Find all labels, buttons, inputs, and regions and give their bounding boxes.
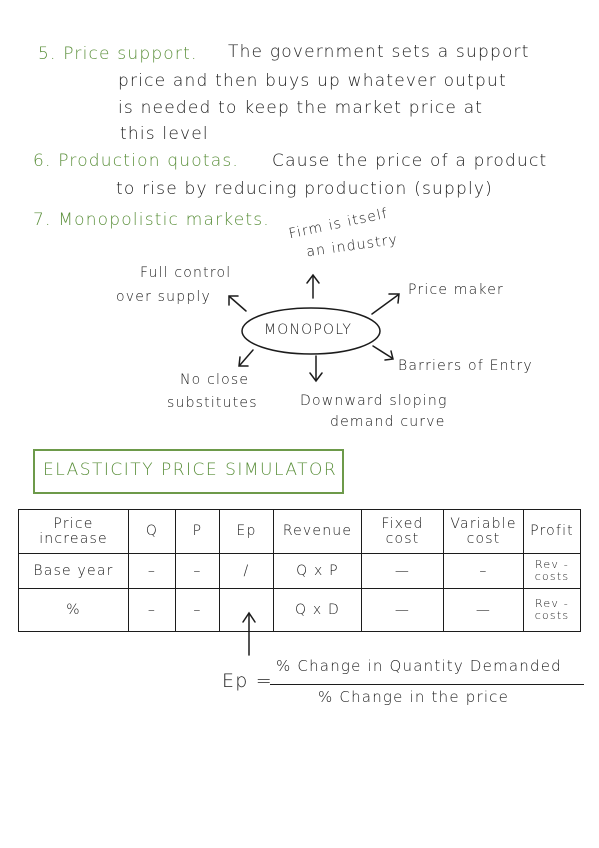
formula-denominator: % Change in the price <box>318 688 510 706</box>
diagram-bottom-left-line2: substitutes <box>167 395 258 411</box>
header-variable-cost: Variable cost <box>443 509 524 554</box>
cell: Base year <box>18 553 129 589</box>
header-q: Q <box>128 509 176 554</box>
table-row: Base year – – / Q x P — – Rev - costs <box>18 553 581 589</box>
cell: % <box>18 588 129 632</box>
header-p: P <box>175 509 220 554</box>
diagram-left-line1: Full control <box>140 265 232 281</box>
diagram-bottom-line2: demand curve <box>330 414 446 430</box>
arrow-down-left <box>239 349 254 366</box>
diagram-right: Price maker <box>408 282 504 298</box>
cell: – <box>443 553 524 589</box>
item5-heading: 5. Price support. <box>38 44 198 64</box>
diagram-center: MONOPOLY <box>264 322 353 338</box>
cell: — <box>443 588 524 632</box>
header-profit: Profit <box>523 509 581 554</box>
item7-heading: 7. Monopolistic markets. <box>33 210 270 230</box>
cell: Q x P <box>273 553 362 589</box>
simulator-table: Price increase Q P Ep Revenue Fixed cost… <box>18 509 581 632</box>
diagram-bottom-line1: Downward sloping <box>300 393 448 409</box>
item6-line1: Cause the price of a product <box>272 151 548 171</box>
cell: – <box>128 588 176 632</box>
item5-line3: is needed to keep the market price at <box>118 98 484 118</box>
formula-fraction-line <box>270 684 584 685</box>
simulator-title-box: ELASTICITY PRICE SIMULATOR <box>33 449 344 494</box>
diagram-bottom-left-line1: No close <box>180 372 250 388</box>
cell <box>219 588 274 632</box>
cell: – <box>175 588 220 632</box>
diagram-bottom-right: Barriers of Entry <box>398 358 533 374</box>
cell: Rev - costs <box>523 553 581 589</box>
item5-line4: this level <box>120 124 209 144</box>
cell: – <box>128 553 176 589</box>
formula-numerator: % Change in Quantity Demanded <box>276 657 562 675</box>
formula-lhs: Ep = <box>222 670 273 692</box>
cell: — <box>361 588 444 632</box>
cell: — <box>361 553 444 589</box>
table-header-row: Price increase Q P Ep Revenue Fixed cost… <box>18 509 581 554</box>
cell: / <box>219 553 274 589</box>
table-row: % – – Q x D — — Rev - costs <box>18 588 581 632</box>
arrow-up-left <box>229 296 247 312</box>
simulator-title: ELASTICITY PRICE SIMULATOR <box>43 460 338 480</box>
monopoly-ellipse <box>241 307 381 355</box>
header-revenue: Revenue <box>273 509 362 554</box>
diagram-left-line2: over supply <box>116 289 211 305</box>
header-ep: Ep <box>219 509 274 554</box>
header-fixed-cost: Fixed cost <box>361 509 444 554</box>
cell: – <box>175 553 220 589</box>
cell: Rev - costs <box>523 588 581 632</box>
item5-line1: The government sets a support <box>228 42 530 62</box>
item6-heading: 6. Production quotas. <box>33 151 239 171</box>
arrow-down-right <box>372 345 393 359</box>
item6-line2: to rise by reducing production (supply) <box>116 179 493 199</box>
cell: Q x D <box>273 588 362 632</box>
header-price-increase: Price increase <box>18 509 129 554</box>
arrow-up-right <box>371 294 399 315</box>
item5-line2: price and then buys up whatever output <box>118 71 507 91</box>
